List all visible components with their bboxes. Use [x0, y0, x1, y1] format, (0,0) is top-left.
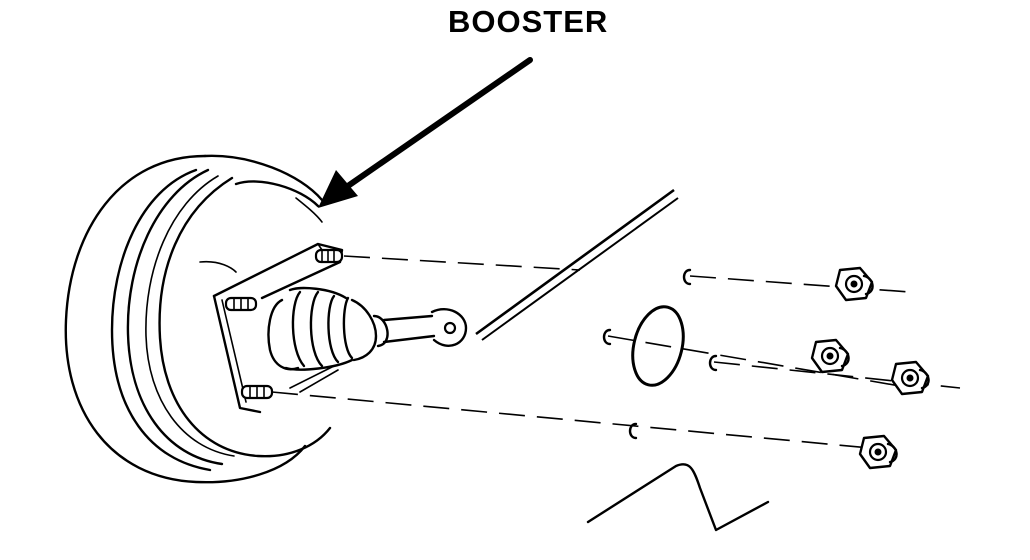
flange-nut-2 [810, 338, 850, 374]
flange-nuts [810, 266, 930, 470]
booster-callout-label: BOOSTER [448, 4, 609, 39]
stud-top [314, 248, 344, 264]
pedal-rod [475, 188, 679, 341]
pushrod-assembly [267, 286, 468, 393]
booster-housing [64, 154, 344, 484]
flange-nut-4 [858, 434, 898, 470]
o-ring-seal [631, 305, 685, 387]
stud-bottom [240, 384, 274, 400]
callout-arrow [318, 57, 533, 208]
mounting-studs [224, 248, 344, 400]
flange-nut-3 [890, 360, 930, 396]
pedal-bracket-outline [586, 463, 770, 532]
stud-left [224, 296, 258, 312]
washers [602, 268, 718, 440]
flange-nut-1 [834, 266, 874, 302]
